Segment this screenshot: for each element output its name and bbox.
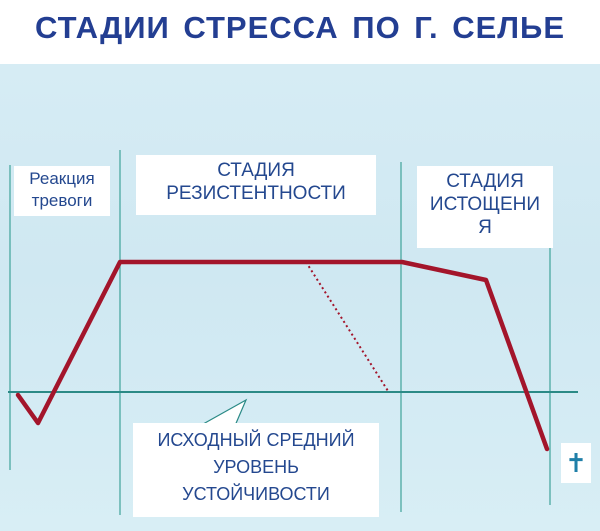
- stage-alarm-label: Реакция тревоги: [14, 166, 110, 216]
- stress-curve: [15, 259, 550, 452]
- alternative-decline-dotted: [305, 261, 389, 392]
- title-bar: СТАДИИ СТРЕССА ПО Г. СЕЛЬЕ: [0, 0, 600, 64]
- stage-exhaustion-label: СТАДИЯ ИСТОЩЕНИ Я: [417, 166, 553, 248]
- cross-icon: ✝: [561, 443, 591, 483]
- stage-resistance-label: СТАДИЯ РЕЗИСТЕНТНОСТИ: [136, 155, 376, 215]
- baseline-level-label: ИСХОДНЫЙ СРЕДНИЙ УРОВЕНЬ УСТОЙЧИВОСТИ: [133, 423, 379, 517]
- diagram-title: СТАДИИ СТРЕССА ПО Г. СЕЛЬЕ: [34, 10, 565, 45]
